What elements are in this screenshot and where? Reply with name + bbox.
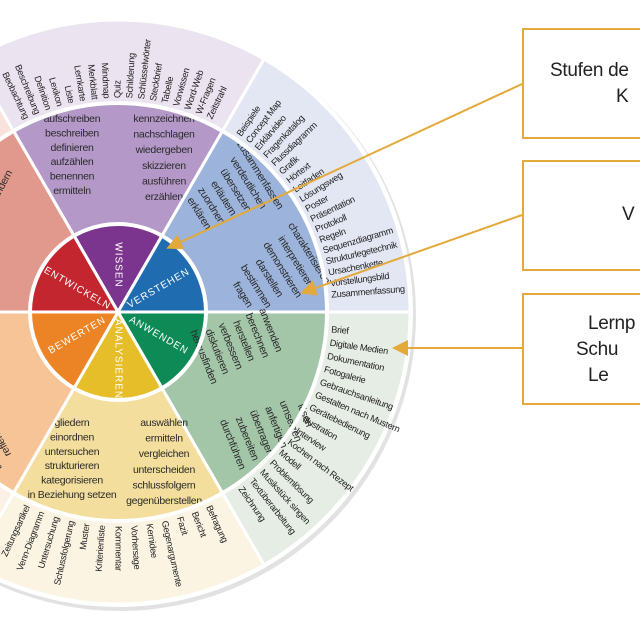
verb: strukturieren: [45, 460, 100, 472]
product: Vorhersage: [129, 525, 142, 570]
verb: auswählen: [140, 417, 188, 429]
verb: schlussfolgern: [133, 479, 196, 491]
product: Mindmap: [100, 62, 112, 98]
product: Liste: [63, 85, 77, 105]
verb: ermitteln: [53, 185, 91, 197]
callout-text: V: [622, 204, 635, 225]
callout-text: K: [616, 86, 629, 107]
verb: skizzieren: [142, 160, 186, 172]
verb: aufzählen: [51, 156, 94, 168]
product: Schilderung: [124, 53, 137, 99]
verb: kategorisieren: [41, 475, 103, 487]
level-label-wissen: WISSEN: [112, 242, 123, 287]
product: Quiz: [112, 80, 122, 98]
callout-text: Le: [588, 365, 609, 386]
product: Kriterienliste: [94, 525, 107, 572]
callout-arrow-1: [166, 83, 523, 250]
verb: wiedergeben: [135, 144, 193, 156]
verbs-wissen: aufschreiben beschreiben definieren aufzähl…: [44, 113, 196, 203]
callout-text: Lernp: [588, 313, 636, 334]
product: Brief: [331, 324, 350, 335]
verb: ermitteln: [145, 433, 183, 445]
verb: kennzeichnen: [133, 113, 195, 125]
verb: erzählen: [145, 191, 183, 203]
verb: unterscheiden: [133, 464, 196, 476]
verb: definieren: [50, 142, 94, 154]
product: Kommentar: [114, 526, 124, 571]
verb: benennen: [50, 171, 95, 183]
middle-ring-border: [0, 101, 329, 523]
callout-text: Schu: [576, 339, 619, 360]
verb: untersuchen: [45, 446, 100, 458]
verb: gegenüberstellen: [126, 495, 202, 507]
verb: beschreiben: [45, 127, 99, 139]
callout-levels: Stufen de K: [522, 28, 640, 139]
verbs-analysieren: gliedern einordnen untersuchen strukturiere…: [28, 417, 203, 507]
product: Kernidee: [145, 523, 160, 559]
verb: ausführen: [142, 175, 186, 187]
callout-arrow-2: [300, 214, 523, 296]
level-label-analysieren: ANALYSIEREN: [112, 319, 123, 399]
callout-verbs: V: [522, 160, 640, 271]
callout-products: Lernp Schu Le: [522, 293, 640, 405]
inner-ring-border: [28, 222, 208, 402]
verb: in Beziehung setzen: [28, 489, 117, 501]
verb: vergleichen: [139, 448, 190, 460]
verb: nachschlagen: [133, 129, 195, 141]
verb: einordnen: [50, 431, 94, 443]
callout-text: Stufen de: [550, 60, 629, 81]
verb: gliedern: [55, 417, 90, 429]
verb: aufschreiben: [44, 113, 101, 125]
product: Merkblatt: [86, 64, 100, 101]
product: Muster: [78, 523, 92, 551]
